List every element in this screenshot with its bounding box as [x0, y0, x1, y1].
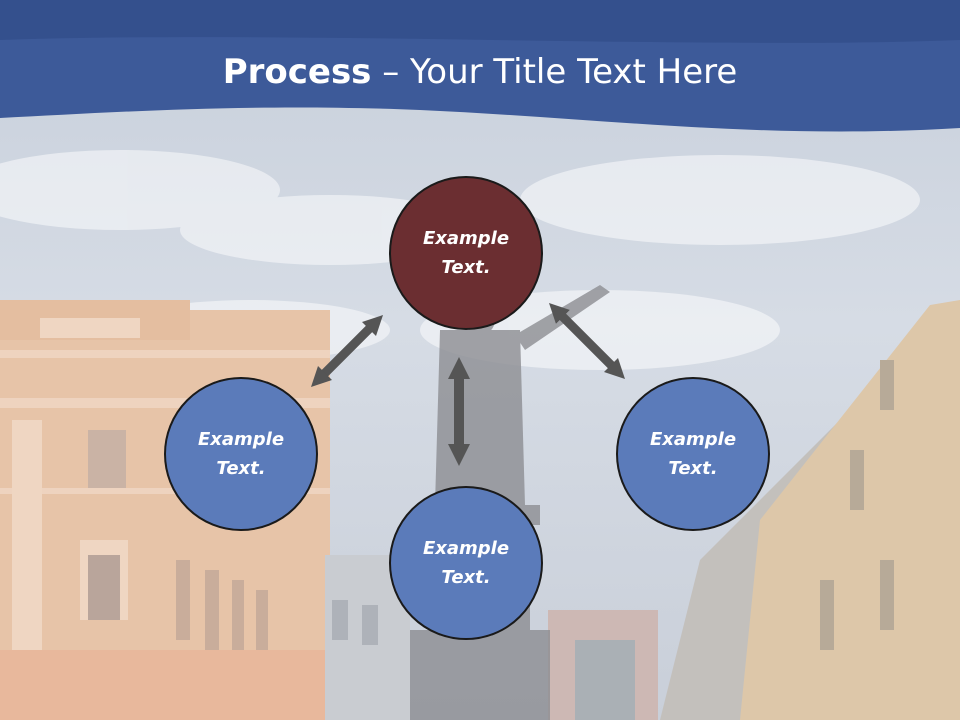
circle-label: Example Text. [649, 429, 737, 479]
arrow-top-left [310, 314, 384, 388]
process-circle-right[interactable]: Example Text. [616, 377, 770, 531]
process-circle-left[interactable]: Example Text. [164, 377, 318, 531]
process-circle-top[interactable]: Example Text. [389, 176, 543, 330]
circle-label: Example Text. [422, 538, 510, 588]
left-building [0, 300, 330, 720]
process-circle-bottom[interactable]: Example Text. [389, 486, 543, 640]
circle-label: Example Text. [422, 228, 510, 278]
title-bold: Process [222, 52, 372, 92]
right-building [660, 300, 960, 720]
slide-title: Process – Your Title Text Here [0, 52, 960, 92]
circle-label: Example Text. [197, 429, 285, 479]
arrow-top-right [548, 302, 626, 380]
title-rest: – Your Title Text Here [371, 52, 738, 92]
title-banner [0, 0, 960, 132]
